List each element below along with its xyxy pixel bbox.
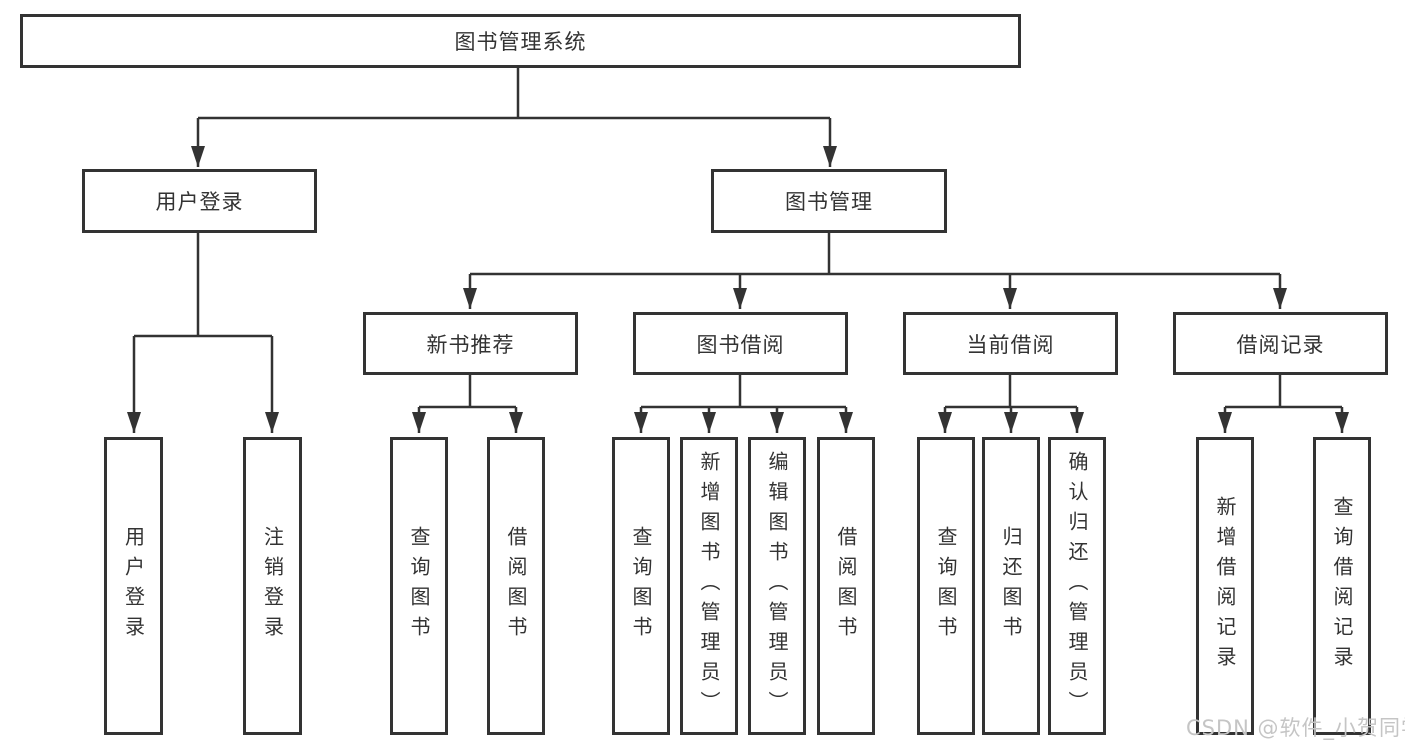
leaf-query-borrow-record: 查询借阅记录: [1313, 437, 1371, 735]
node-new-book-recommend-label: 新书推荐: [426, 332, 515, 357]
node-book-borrow: 图书借阅: [633, 312, 848, 375]
node-book-management-label: 图书管理: [785, 190, 873, 214]
node-borrow-records-label: 借阅记录: [1236, 332, 1325, 357]
leaf-add-borrow-record: 新增借阅记录: [1196, 437, 1254, 735]
leaf-user-login: 用户登录: [104, 437, 163, 735]
node-root-label: 图书管理系统: [454, 30, 587, 54]
node-root: 图书管理系统: [20, 14, 1021, 68]
node-book-management: 图书管理: [711, 169, 947, 233]
leaf-add-books-admin: 新增图书（管理员）: [680, 437, 738, 735]
leaf-return-books: 归还图书: [982, 437, 1040, 735]
node-current-borrow: 当前借阅: [903, 312, 1118, 375]
leaf-query-books-borrow-label: 查询图书: [629, 526, 653, 646]
leaf-borrow-books-label: 借阅图书: [834, 526, 858, 646]
leaf-logout-label: 注销登录: [260, 526, 285, 646]
node-user-login: 用户登录: [82, 169, 317, 233]
leaf-query-books-recommend-label: 查询图书: [407, 526, 431, 646]
leaf-add-books-admin-label: 新增图书（管理员）: [697, 451, 721, 721]
csdn-watermark: CSDN @软件_小贺同学: [1186, 716, 1405, 740]
leaf-user-login-label: 用户登录: [121, 526, 146, 646]
leaf-confirm-return-admin: 确认归还（管理员）: [1048, 437, 1106, 735]
leaf-query-books-borrow: 查询图书: [612, 437, 670, 735]
leaf-return-books-label: 归还图书: [999, 526, 1023, 646]
leaf-query-books-recommend: 查询图书: [390, 437, 448, 735]
node-current-borrow-label: 当前借阅: [966, 332, 1055, 357]
leaf-confirm-return-admin-label: 确认归还（管理员）: [1065, 451, 1089, 721]
node-user-login-label: 用户登录: [155, 190, 244, 214]
leaf-query-books-current-label: 查询图书: [934, 526, 958, 646]
node-borrow-records: 借阅记录: [1173, 312, 1388, 375]
node-new-book-recommend: 新书推荐: [363, 312, 578, 375]
leaf-borrow-books: 借阅图书: [817, 437, 875, 735]
leaf-edit-books-admin: 编辑图书（管理员）: [748, 437, 806, 735]
leaf-add-borrow-record-label: 新增借阅记录: [1213, 496, 1237, 676]
leaf-query-borrow-record-label: 查询借阅记录: [1330, 496, 1354, 676]
node-book-borrow-label: 图书借阅: [696, 332, 785, 357]
leaf-edit-books-admin-label: 编辑图书（管理员）: [765, 451, 789, 721]
leaf-logout: 注销登录: [243, 437, 302, 735]
leaf-query-books-current: 查询图书: [917, 437, 975, 735]
leaf-borrow-books-recommend-label: 借阅图书: [504, 526, 528, 646]
leaf-borrow-books-recommend: 借阅图书: [487, 437, 545, 735]
